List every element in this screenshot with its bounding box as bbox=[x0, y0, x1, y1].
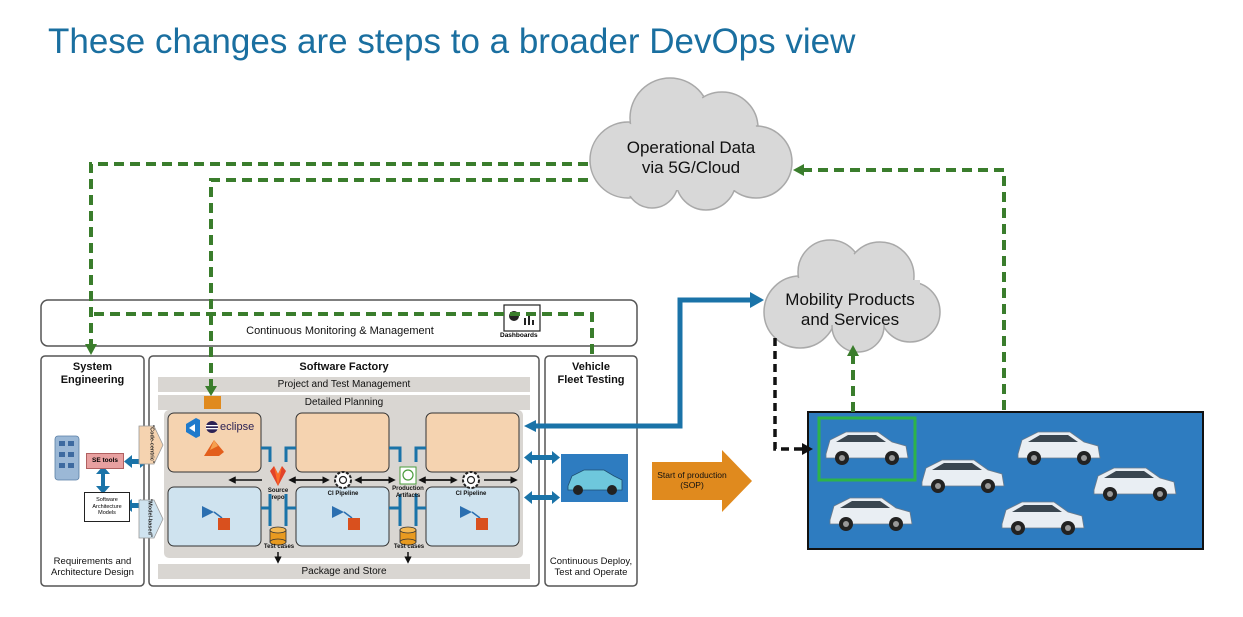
se-tools-box: SE tools bbox=[86, 453, 124, 469]
system-engineering-title: System Engineering bbox=[41, 361, 144, 386]
monitoring-label: Continuous Monitoring & Management bbox=[246, 325, 434, 337]
car-icon bbox=[1001, 501, 1085, 535]
system-engineering-title-1: System bbox=[72, 361, 113, 373]
dashboards-label: Dashboards bbox=[500, 332, 538, 339]
mobility-cloud bbox=[763, 239, 941, 353]
car-icon bbox=[825, 431, 909, 465]
vehicle-fleet-title-1: Vehicle bbox=[572, 361, 610, 373]
operational-data-cloud bbox=[589, 77, 793, 211]
dashboard-icon bbox=[503, 304, 541, 332]
car-icon bbox=[1093, 467, 1177, 501]
simulink-icon bbox=[332, 506, 360, 530]
monitoring-bar bbox=[40, 299, 638, 347]
project-bar bbox=[158, 377, 530, 392]
system-engineering-panel bbox=[40, 355, 145, 587]
test-cases-label-2: Test cases bbox=[393, 544, 425, 550]
architecture-diagram-icon bbox=[54, 435, 80, 481]
source-repo-label: Source repo bbox=[262, 488, 294, 502]
database-icon bbox=[399, 526, 417, 546]
car-icon bbox=[829, 497, 913, 531]
production-artifacts-1: Production bbox=[392, 486, 424, 492]
se-footer-1: Requirements and bbox=[53, 556, 132, 567]
sop-arrow bbox=[652, 450, 752, 512]
system-engineering-footer: Requirements and Architecture Design bbox=[41, 556, 144, 579]
package-bar bbox=[158, 564, 530, 579]
se-tools-models-arrow bbox=[96, 466, 110, 494]
production-artifacts-2: Artifacts bbox=[395, 492, 421, 499]
software-factory-title: Software Factory bbox=[299, 361, 389, 373]
system-engineering-title-2: Engineering bbox=[60, 373, 125, 386]
vehicle-fleet-title: Vehicle Fleet Testing bbox=[545, 361, 637, 386]
eclipse-icon bbox=[206, 421, 218, 433]
gear-icon bbox=[462, 471, 480, 489]
database-icon bbox=[269, 526, 287, 546]
model-based-tag bbox=[138, 499, 164, 539]
sop-line2: (SOP) bbox=[680, 480, 704, 491]
car-icon bbox=[1017, 431, 1101, 465]
ci-pipeline-label-1: CI Pipeline bbox=[327, 491, 359, 497]
source-repo-2: repo bbox=[271, 494, 285, 501]
source-repo-1: Source bbox=[267, 488, 289, 494]
code-centric-tag bbox=[138, 425, 164, 465]
vehicle-fleet-title-2: Fleet Testing bbox=[557, 373, 625, 386]
operational-data-line1: Operational Data bbox=[626, 138, 756, 157]
eclipse-label: eclipse bbox=[220, 421, 255, 433]
test-vehicle-image bbox=[561, 454, 628, 502]
fleet-footer-2: Test and Operate bbox=[554, 566, 628, 578]
vehicle-fleet-footer: Continuous Deploy, Test and Operate bbox=[545, 556, 637, 579]
production-artifacts-label: Production Artifacts bbox=[388, 486, 428, 500]
se-footer-2: Architecture Design bbox=[51, 566, 134, 578]
package-bar-label: Package and Store bbox=[301, 566, 387, 577]
operational-data-label: Operational Data via 5G/Cloud bbox=[606, 138, 776, 177]
dev-box-2 bbox=[295, 412, 390, 473]
model-box-1 bbox=[167, 486, 262, 547]
planning-marker bbox=[204, 396, 221, 409]
vscode-icon bbox=[186, 418, 200, 438]
simulink-icon bbox=[460, 506, 488, 530]
models-label-1: Software bbox=[96, 497, 118, 504]
planning-bar bbox=[158, 395, 530, 410]
page-title: These changes are steps to a broader Dev… bbox=[48, 22, 856, 61]
factory-to-fleet-arrows bbox=[524, 451, 560, 504]
models-label-3: Models bbox=[98, 510, 116, 517]
mobility-label: Mobility Products and Services bbox=[770, 290, 930, 329]
production-artifacts-icon bbox=[399, 466, 417, 485]
gear-icon bbox=[334, 471, 352, 489]
planning-bar-label: Detailed Planning bbox=[304, 397, 384, 408]
simulink-icon bbox=[202, 506, 230, 530]
fleet-footer-1: Continuous Deploy, bbox=[549, 556, 633, 567]
ci-pipeline-label-2: CI Pipeline bbox=[455, 491, 487, 497]
model-based-label: "Model-based" bbox=[146, 498, 153, 538]
project-bar-label: Project and Test Management bbox=[277, 379, 411, 390]
sop-label: Start of production (SOP) bbox=[656, 470, 728, 490]
car-icon bbox=[921, 459, 1005, 493]
test-cases-label-1: Test cases bbox=[263, 544, 295, 550]
operational-data-line2: via 5G/Cloud bbox=[641, 157, 741, 177]
sop-line1: Start of production bbox=[657, 470, 727, 480]
factory-to-mobility-arrow bbox=[530, 297, 752, 429]
code-centric-label: "Code-centric" bbox=[148, 424, 155, 464]
gitlab-icon bbox=[270, 466, 286, 486]
matlab-icon bbox=[204, 440, 224, 456]
highlighted-vehicle-frame bbox=[817, 416, 917, 482]
models-label-2: Architecture bbox=[92, 503, 122, 510]
mobility-line1: Mobility Products bbox=[785, 290, 915, 309]
architecture-models-box: Software Architecture Models bbox=[84, 492, 130, 522]
dev-box-3 bbox=[425, 412, 520, 473]
mobility-line2: and Services bbox=[800, 309, 900, 329]
